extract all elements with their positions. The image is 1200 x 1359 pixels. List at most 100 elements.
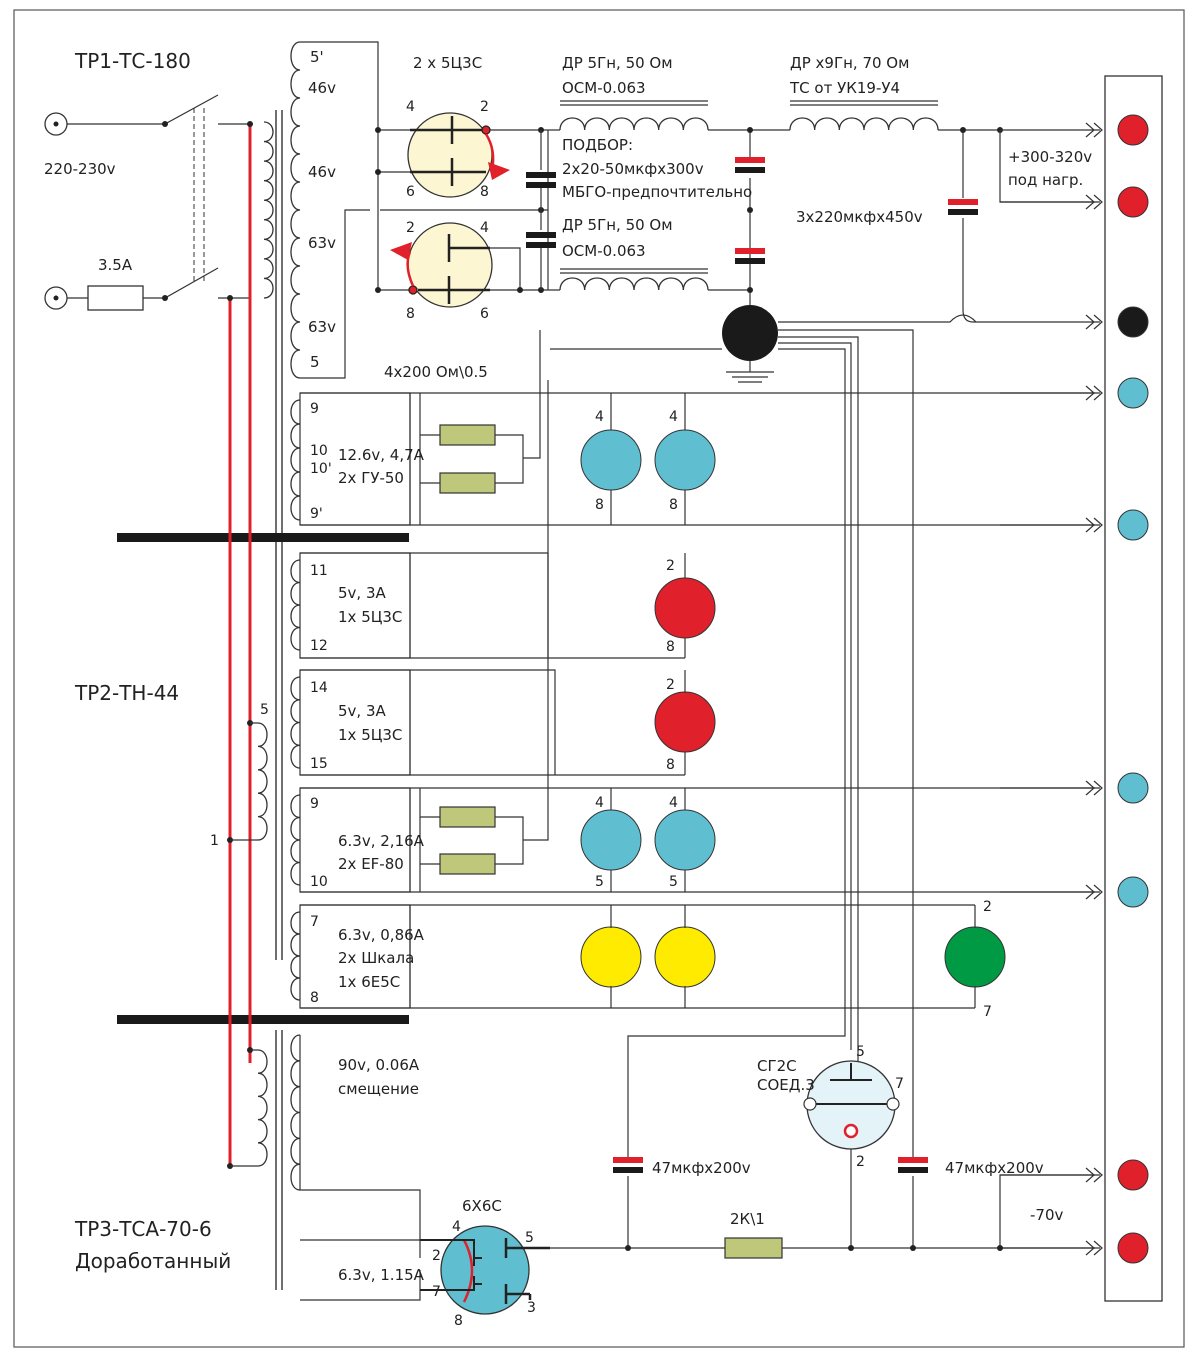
tr3-primary: [257, 1049, 268, 1167]
stab-pin-7: 7: [895, 1076, 904, 1092]
lamp-red-4: [654, 691, 716, 753]
fuse: [87, 285, 144, 311]
tr3-title: ТР3-ТСА-70-6: [74, 1217, 212, 1241]
terminal-arrow-1: [1000, 122, 1103, 138]
bias-resistor-label: 2К\1: [730, 1210, 765, 1228]
choke2-label-a: ДР 5Гн, 50 Ом: [562, 216, 673, 234]
e6-pin-2: 2: [983, 899, 992, 915]
k2-pin-b: 15: [310, 756, 328, 772]
scale-voltage: 6.3v, 0,86A: [338, 926, 425, 944]
output-terminal-3: [1117, 306, 1149, 338]
hv-out-2: под нагр.: [1008, 171, 1083, 189]
output-terminal-4: [1117, 377, 1149, 409]
gu50-voltage: 12.6v, 4,7A: [338, 446, 425, 464]
rt1-pin-b: 2: [480, 99, 489, 115]
k1-tube: 1х 5Ц3С: [338, 608, 402, 626]
scale-lamps: 2х Шкала: [338, 949, 414, 967]
k2-tube: 1х 5Ц3С: [338, 726, 402, 744]
choke1-label-a: ДР 5Гн, 50 Ом: [562, 54, 673, 72]
output-terminal-9: [1117, 1232, 1149, 1264]
tr3-note: Доработанный: [75, 1249, 231, 1273]
tr1-tap-5: 5: [310, 353, 320, 371]
rt2-pin-d: 6: [480, 306, 489, 322]
rt1-pin-d: 8: [480, 184, 489, 200]
gu50-pin-10p: 10': [310, 461, 332, 477]
hum-resistor-2: [439, 472, 496, 494]
gu50-tubes: 2х ГУ-50: [338, 469, 404, 487]
k1-lamp-pin-8: 8: [666, 639, 675, 655]
scale-pin-a: 7: [310, 914, 319, 930]
k1-voltage: 5v, 3A: [338, 584, 387, 602]
e6-pin-7: 7: [983, 1004, 992, 1020]
lamp-red-3: [654, 577, 716, 639]
stab-note: СОЕД.3: [757, 1076, 815, 1094]
tr1-tap-5p: 5': [310, 48, 324, 66]
diode-pin-8: 8: [454, 1313, 463, 1329]
ef80-voltage: 6.3v, 2,16A: [338, 832, 425, 850]
scale-pin-b: 8: [310, 990, 319, 1006]
gu-pin-8b: 8: [669, 497, 678, 513]
gu50-pin-10: 10: [310, 443, 328, 459]
stab-pin-5: 5: [856, 1044, 865, 1060]
k2-voltage: 5v, 3A: [338, 702, 387, 720]
lamps: [580, 429, 1006, 988]
stab-name: СГ2С: [757, 1057, 797, 1075]
diode-pin-3: 3: [527, 1300, 536, 1316]
tr3-bias-winding: [290, 1034, 301, 1191]
gu50-pin-9: 9: [310, 401, 319, 417]
neg-output: -70v: [1030, 1206, 1063, 1224]
ef80-pin-a: 9: [310, 796, 319, 812]
terminal-arrow-3: [1000, 314, 1103, 330]
output-terminal-1: [1117, 114, 1149, 146]
lamp-green-9: [944, 926, 1006, 988]
output-panel: [1104, 75, 1163, 1302]
tr2-title: ТР2-ТН-44: [74, 681, 179, 705]
scale-indicator: 1х 6Е5С: [338, 973, 400, 991]
diode-tube: [420, 1225, 550, 1315]
tr2-prim-pin-1: 1: [210, 833, 219, 849]
shield-bar-2: [117, 1015, 409, 1024]
tr1-tap-63a: 63v: [308, 234, 336, 252]
rt2-pin-a: 2: [406, 220, 415, 236]
output-terminals: [1000, 114, 1149, 1264]
choke-3: [789, 117, 939, 131]
rt1-pin-c: 6: [406, 184, 415, 200]
fuse-rating: 3.5A: [98, 256, 133, 274]
ef-pin-5a: 5: [595, 874, 604, 890]
k2-lamp-pin-2: 2: [666, 677, 675, 693]
gu-pin-4b: 4: [669, 409, 678, 425]
gu-pin-4a: 4: [595, 409, 604, 425]
lamp-cyan-2: [654, 429, 716, 491]
hum-resistor-1: [439, 424, 496, 446]
primary-bus: [228, 122, 252, 1166]
fil-voltage: 6.3v, 1.15A: [338, 1266, 425, 1284]
ground-node: [550, 305, 977, 1150]
stabilizer-tube: [803, 1060, 900, 1150]
rt1-pin-a: 4: [406, 99, 415, 115]
mains-voltage: 220-230v: [44, 160, 116, 178]
tr2-prim-pin-5: 5: [260, 702, 269, 718]
tr1-tap-63b: 63v: [308, 318, 336, 336]
tr1-tap-46a: 46v: [308, 79, 336, 97]
cap-select-3: МБГО-предпочтительно: [562, 183, 752, 201]
hv-out-1: +300-320v: [1008, 148, 1092, 166]
hum-resistor-3: [439, 806, 496, 828]
tr1-title: ТР1-ТС-180: [74, 49, 191, 73]
tr1-tap-46b: 46v: [308, 163, 336, 181]
k1-lamp-pin-2: 2: [666, 558, 675, 574]
cap-select-2: 2х20-50мкфх300v: [562, 160, 704, 178]
frame: [13, 9, 1185, 1348]
lamp-yellow-8: [654, 926, 716, 988]
tr1-secondary: [290, 41, 301, 379]
bias-resistor: [724, 1237, 783, 1259]
output-terminal-8: [1117, 1159, 1149, 1191]
ef-pin-5b: 5: [669, 874, 678, 890]
output-terminal-7: [1117, 876, 1149, 908]
stab-pin-2: 2: [856, 1154, 865, 1170]
lamp-yellow-7: [580, 926, 642, 988]
ef80-pin-b: 10: [310, 874, 328, 890]
diode-name: 6Х6С: [462, 1197, 502, 1215]
bias-voltage: 90v, 0.06A: [338, 1056, 420, 1074]
diode-pin-7: 7: [432, 1284, 441, 1300]
choke3-label-a: ДР х9Гн, 70 Ом: [790, 54, 909, 72]
